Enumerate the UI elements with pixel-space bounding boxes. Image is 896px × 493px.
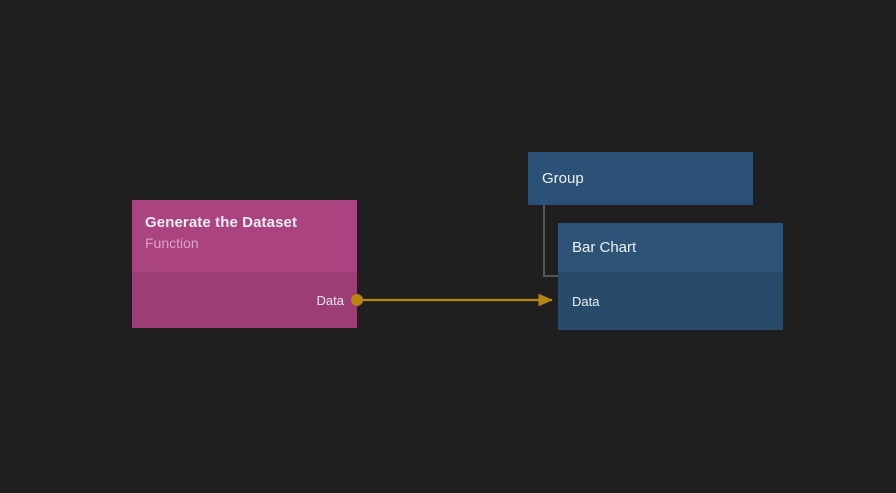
function-node-body: Data (132, 272, 357, 328)
group-node-title: Group (542, 169, 584, 187)
group-node-header[interactable]: Group (528, 152, 753, 205)
chart-node-body: Data (558, 272, 783, 330)
node-generate-the-dataset[interactable]: Generate the Dataset Function Data (132, 200, 357, 328)
node-bar-chart[interactable]: Bar Chart Data (558, 223, 783, 330)
chart-input-port-row[interactable]: Data (572, 272, 599, 330)
chart-node-title: Bar Chart (572, 238, 637, 256)
group-child-connector (543, 205, 559, 277)
function-node-title: Generate the Dataset (145, 214, 298, 231)
node-group[interactable]: Group (528, 152, 753, 205)
function-output-port-dot[interactable] (351, 294, 363, 306)
function-node-header[interactable]: Generate the Dataset Function (132, 200, 357, 272)
function-output-port-label: Data (316, 292, 344, 308)
chart-node-header[interactable]: Bar Chart (558, 223, 783, 272)
chart-input-port-label: Data (572, 293, 600, 309)
function-output-port-row[interactable]: Data (317, 272, 344, 328)
function-node-subtitle: Function (145, 235, 199, 252)
